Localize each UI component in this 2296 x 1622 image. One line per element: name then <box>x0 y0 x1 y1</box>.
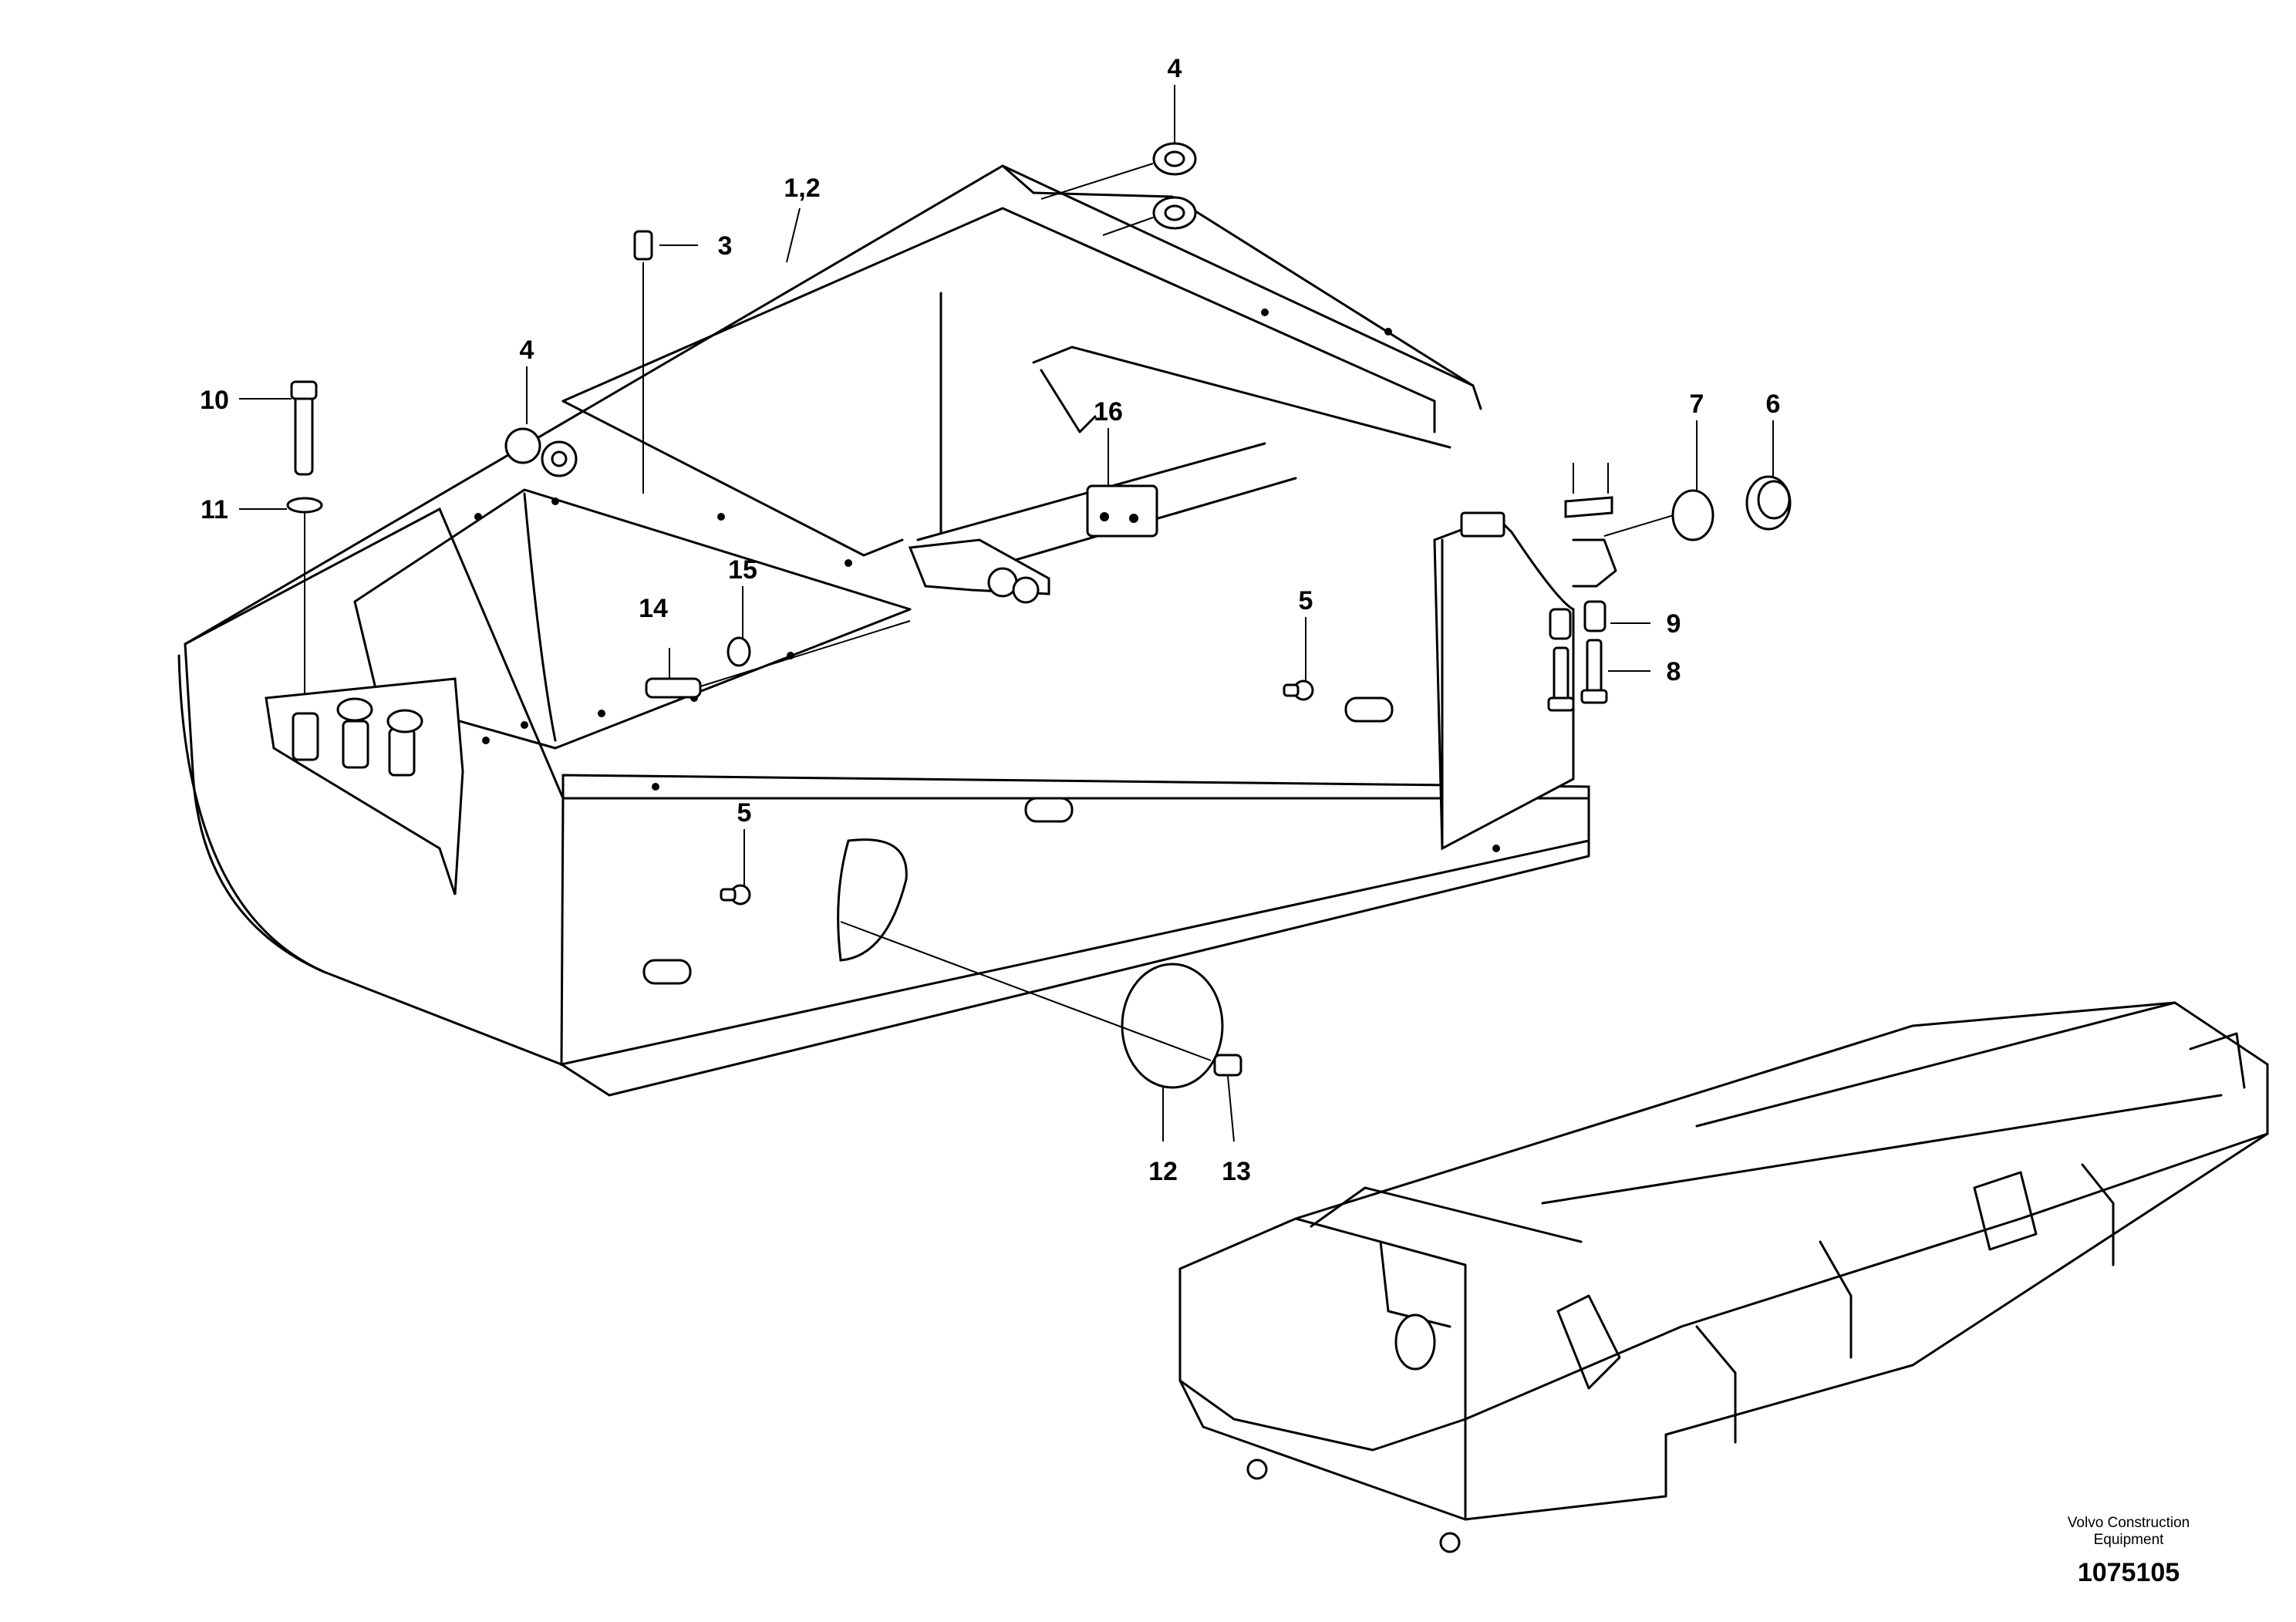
callout-4-left: 4 <box>520 336 534 365</box>
callout-14: 14 <box>639 594 668 623</box>
bolts-5 <box>720 679 1314 905</box>
grommets-4-left <box>504 427 578 477</box>
callout-3: 3 <box>718 231 733 261</box>
right-mount-parts <box>1460 463 1792 712</box>
callout-4-top: 4 <box>1168 54 1182 83</box>
company-line-2: Equipment <box>2093 1532 2164 1548</box>
inset-frame-overview <box>1178 1001 2269 1553</box>
leader-lines <box>239 85 1774 1142</box>
callout-9: 9 <box>1667 609 1681 639</box>
company-credit: Volvo Construction Equipment <box>2025 1515 2233 1549</box>
callout-5-lower: 5 <box>737 798 752 828</box>
bolt-10 <box>286 380 323 694</box>
standoff-tubes <box>642 696 1394 985</box>
callout-15: 15 <box>728 555 757 585</box>
bolt-3 <box>633 230 653 494</box>
callout-7: 7 <box>1690 389 1704 419</box>
pin-assembly <box>645 484 1158 699</box>
callout-16: 16 <box>1094 397 1123 427</box>
callout-13: 13 <box>1222 1157 1251 1186</box>
callout-12: 12 <box>1148 1157 1178 1186</box>
callout-labels: 4 1,2 3 4 10 11 16 15 14 5 5 7 6 9 8 12 … <box>200 54 1780 1186</box>
drawing-number: 1075105 <box>2077 1558 2180 1587</box>
box-housing <box>177 164 1590 1097</box>
cover-plate <box>837 838 1242 1089</box>
callout-6: 6 <box>1766 389 1781 419</box>
callout-8: 8 <box>1667 657 1681 686</box>
callout-10: 10 <box>200 386 229 415</box>
housing-fastener-holes <box>474 212 1500 852</box>
company-line-1: Volvo Construction <box>2067 1515 2190 1531</box>
grommets-4-top <box>1040 142 1197 236</box>
callout-5-right: 5 <box>1299 586 1313 615</box>
callout-11: 11 <box>201 495 228 524</box>
callout-1-2: 1,2 <box>784 174 820 203</box>
